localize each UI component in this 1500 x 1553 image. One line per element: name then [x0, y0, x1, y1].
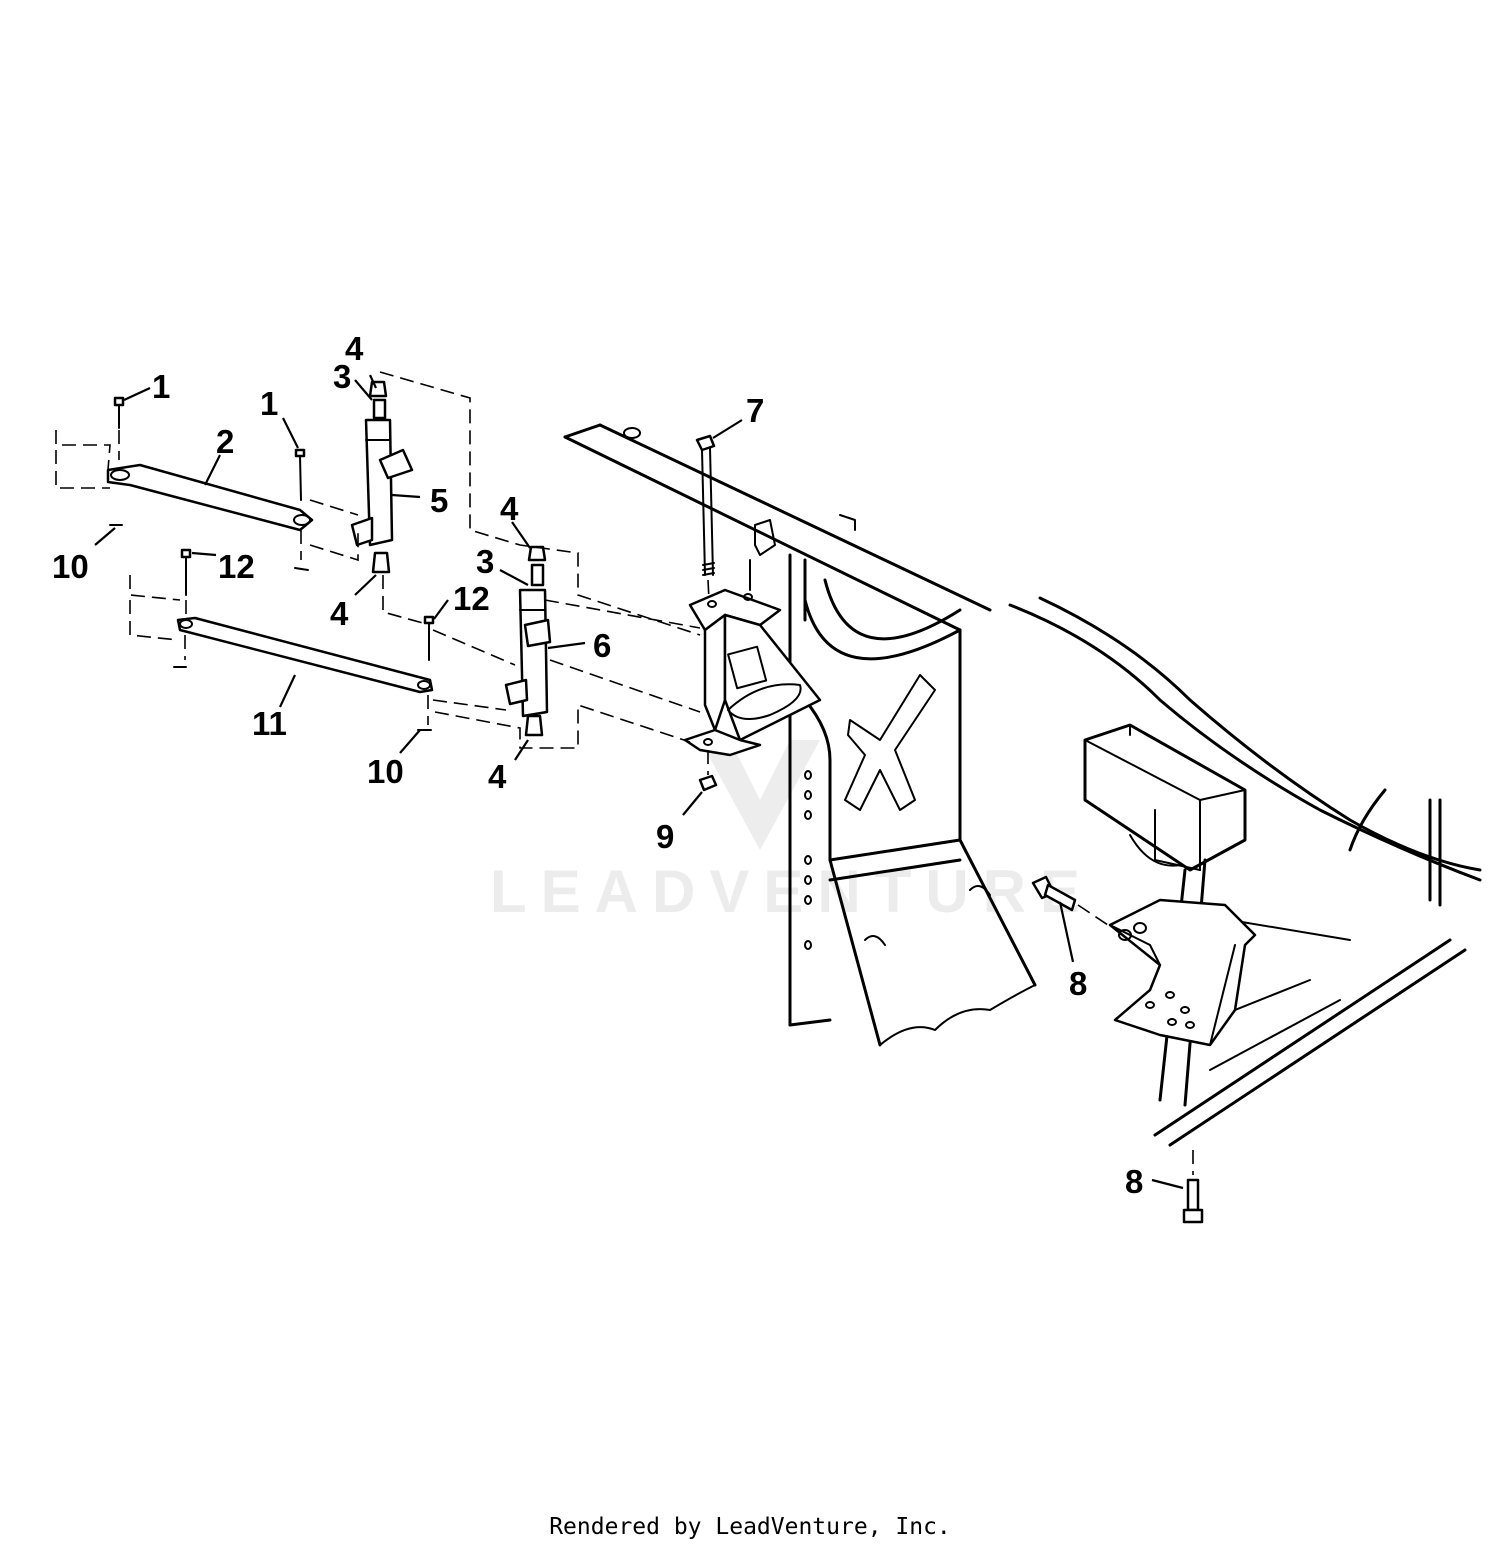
- callout-3a: 3: [333, 358, 351, 395]
- callout-4a: 4: [345, 330, 364, 367]
- watermark-text: LEADVENTURE: [490, 858, 1094, 925]
- mounting-bracket: [683, 519, 822, 757]
- frame-holes: [804, 770, 812, 950]
- callout-10b: 10: [367, 753, 404, 790]
- nut-9: [698, 750, 718, 792]
- cylinder-5: [350, 380, 414, 574]
- callout-5: 5: [430, 482, 448, 519]
- callout-12a: 12: [218, 548, 255, 585]
- callout-8b: 8: [1125, 1163, 1143, 1200]
- callout-4c: 4: [500, 490, 519, 527]
- callout-1a: 1: [152, 368, 170, 405]
- link-rod-2: [106, 396, 314, 571]
- callout-12b: 12: [453, 580, 490, 617]
- cylinder-6: [504, 545, 552, 737]
- callout-8a: 8: [1069, 965, 1087, 1002]
- bolt-8-lower: [1182, 1150, 1204, 1224]
- link-rod-11: [173, 548, 435, 731]
- watermark: LEADVENTURE: [490, 740, 1094, 925]
- callout-1b: 1: [260, 385, 278, 422]
- callout-4b: 4: [330, 595, 349, 632]
- callout-11: 11: [252, 705, 287, 742]
- callout-4d: 4: [488, 758, 507, 795]
- leader-lines: [94, 374, 1184, 1190]
- bolt-7: [695, 434, 716, 601]
- bolt-8-upper: [1031, 875, 1109, 926]
- callout-9: 9: [656, 818, 674, 855]
- callout-7: 7: [746, 392, 764, 429]
- callout-10a: 10: [52, 548, 89, 585]
- assembly-lines: [55, 371, 701, 749]
- callouts: 1 1 2 4 3 5 10 12 4 12 4 3 6 11 10 4 7 9…: [52, 330, 1143, 1200]
- callout-3b: 3: [476, 543, 494, 580]
- foot-bracket: [1108, 898, 1257, 1047]
- callout-6: 6: [593, 627, 611, 664]
- footer-credit: Rendered by LeadVenture, Inc.: [549, 1514, 951, 1540]
- callout-2: 2: [216, 423, 234, 460]
